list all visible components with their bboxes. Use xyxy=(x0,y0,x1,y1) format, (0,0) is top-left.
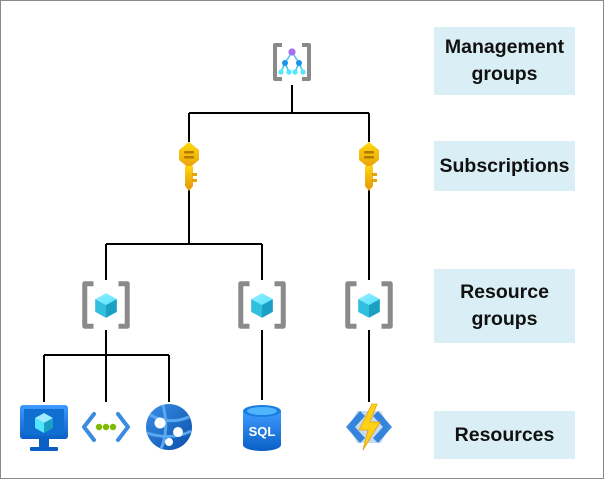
hierarchy-connectors xyxy=(43,85,370,402)
key-icon xyxy=(359,142,379,191)
resource-group-icon xyxy=(348,284,391,327)
management-group-icon xyxy=(273,43,311,81)
key-icon xyxy=(179,142,199,191)
function-app-icon xyxy=(346,403,392,451)
level-label-resource-groups: Resource groups xyxy=(434,269,575,343)
virtual-machine-icon xyxy=(20,405,68,451)
level-label-management-groups: Management groups xyxy=(434,27,575,95)
app-service-icon xyxy=(146,404,192,450)
level-label-resources: Resources xyxy=(434,411,575,459)
sql-database-icon: SQL xyxy=(243,405,281,451)
level-label-subscriptions: Subscriptions xyxy=(434,141,575,191)
sql-label: SQL xyxy=(249,424,276,439)
virtual-network-icon xyxy=(82,412,130,442)
resource-group-icon xyxy=(85,284,128,327)
resource-group-icon xyxy=(241,284,284,327)
